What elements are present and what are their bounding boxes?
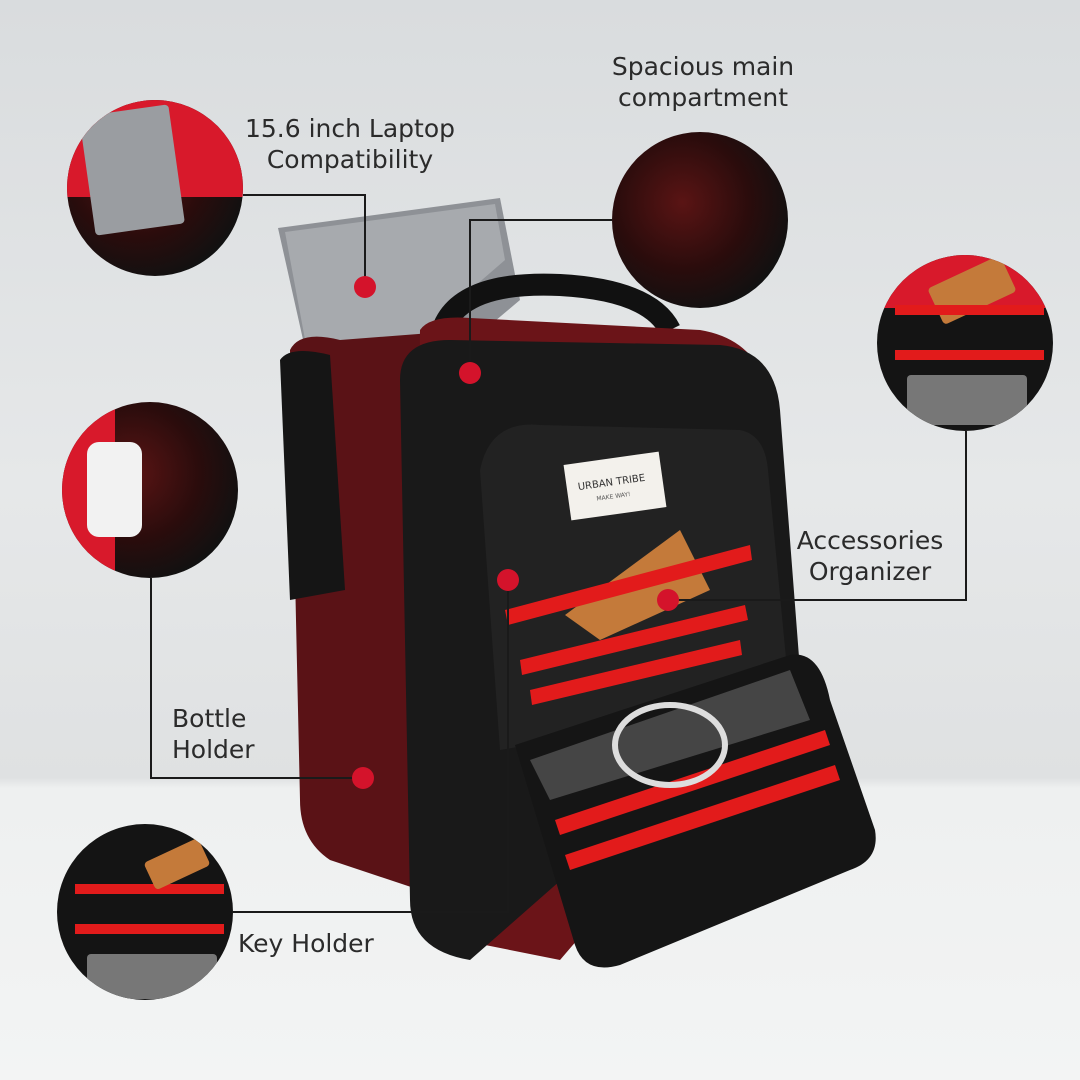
organizer-label: Accessories Organizer (780, 525, 960, 587)
organizer-leader-line (965, 431, 967, 601)
laptop-marker-dot (354, 276, 376, 298)
laptop-leader-line (243, 194, 365, 196)
main-leader-line-v (469, 219, 471, 373)
laptop-label: 15.6 inch Laptop Compatibility (230, 113, 470, 175)
laptop-leader-line-v (364, 194, 366, 287)
organizer-label-line1: Accessories (796, 526, 944, 555)
organizer-label-line2: Organizer (808, 557, 932, 586)
front-flap (515, 654, 876, 968)
bottle-label-line1: Bottle (172, 704, 247, 733)
key-holder-closeup (57, 824, 233, 1000)
laptop-label-line2: Compatibility (266, 145, 434, 174)
bottle-leader-line (150, 578, 152, 778)
organizer-leader-line-h (668, 599, 967, 601)
bottle-label-line2: Holder (172, 735, 255, 764)
key-marker-dot (497, 569, 519, 591)
brand-tag-slogan: MAKE WAY! (596, 491, 631, 503)
brand-tag (563, 451, 667, 521)
main-compartment-label: Spacious main compartment (593, 51, 813, 113)
key-leader-line (233, 911, 509, 913)
laptop-compartment-closeup (67, 100, 243, 276)
bottle-label: Bottle Holder (172, 703, 255, 765)
main-leader-line (470, 219, 612, 221)
organizer-closeup (877, 255, 1053, 431)
main-marker-dot (459, 362, 481, 384)
organizer-marker-dot (657, 589, 679, 611)
laptop-label-line1: 15.6 inch Laptop (244, 114, 456, 143)
main-compartment-closeup (612, 132, 788, 308)
main-label-line2: compartment (617, 83, 789, 112)
main-label-line1: Spacious main (611, 52, 795, 81)
bottle-leader-line-h (150, 777, 363, 779)
key-holder-label: Key Holder (238, 929, 374, 958)
bottle-marker-dot (352, 767, 374, 789)
bottle-holder-closeup (62, 402, 238, 578)
key-leader-line-v (507, 580, 509, 912)
